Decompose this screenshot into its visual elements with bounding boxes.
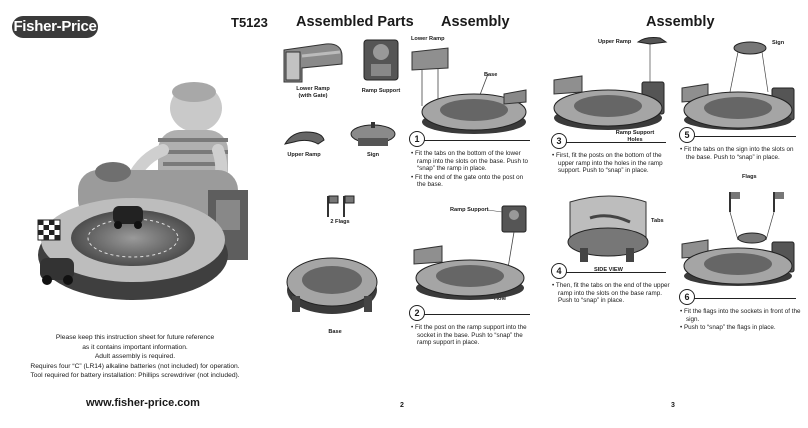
step-2-item: Fit the post on the ramp support into th…: [411, 324, 533, 347]
note-reference: as it contains important information.: [82, 343, 188, 351]
model-number: T5123: [231, 15, 268, 30]
callout-upper-ramp: Upper Ramp: [598, 39, 632, 45]
step5-illustration: [681, 41, 795, 130]
step-4-badge: 4: [551, 263, 567, 279]
step1-illustration: [411, 47, 527, 134]
note-tool: Tool required for battery installation: …: [30, 372, 240, 380]
page-number-3: 3: [671, 402, 675, 409]
lower-ramp-illustration: [283, 43, 343, 83]
step-6-rule: [694, 298, 796, 299]
step-1-badge: 1: [409, 131, 425, 147]
step-2-badge: 2: [409, 305, 425, 321]
base-illustration: [286, 257, 378, 314]
step2-illustration: [413, 205, 527, 300]
step-3-instructions: First, fit the posts on the bottom of th…: [552, 152, 670, 176]
assembly-title-right: Assembly: [646, 14, 715, 30]
step-3-rule: [566, 142, 666, 143]
callout-ramp-support: Ramp Support: [450, 207, 489, 213]
ramp-support-label: Ramp Support: [361, 88, 401, 94]
callout-ramp-support-holes: Ramp Support Holes: [615, 130, 655, 143]
step-6-instructions: Fit the flags into the sockets in front …: [680, 308, 802, 333]
step-4-rule: [566, 272, 666, 273]
flags-label: 2 Flags: [330, 219, 350, 225]
instruction-notes: Please keep this instruction sheet for f…: [5, 333, 265, 381]
callout-hole: Hole: [494, 296, 507, 302]
lower-ramp-label: Lower Ramp (with Gate): [296, 86, 330, 99]
upper-ramp-illustration: [283, 131, 325, 145]
step-6-item: Push to “snap” the flags in place.: [680, 324, 802, 332]
step-1-instructions: Fit the tabs on the bottom of the lower …: [411, 150, 533, 190]
callout-sign: Sign: [772, 40, 785, 46]
step-2-instructions: Fit the post on the ramp support into th…: [411, 324, 533, 348]
step-5-rule: [694, 136, 796, 137]
callout-side-view: SIDE VIEW: [594, 267, 623, 273]
step3-illustration: [553, 37, 668, 130]
website-url[interactable]: www.fisher-price.com: [86, 397, 200, 409]
ramp-support-illustration: [363, 39, 399, 81]
note-keep: Please keep this instruction sheet for f…: [55, 334, 215, 341]
callout-base: Base: [484, 72, 498, 78]
page-number-2: 2: [400, 402, 404, 409]
step6-illustration: [681, 192, 795, 286]
callout-tabs: Tabs: [651, 218, 664, 224]
callout-flags: Flags: [742, 174, 757, 180]
note-batteries: Requires four “C” (LR14) alkaline batter…: [30, 362, 240, 370]
product-photo: [37, 82, 248, 300]
flags-illustration: [327, 195, 355, 217]
sign-label: Sign: [366, 152, 380, 158]
callout-lower-ramp: Lower Ramp: [411, 36, 445, 42]
step-5-instructions: Fit the tabs on the sign into the slots …: [680, 146, 802, 162]
base-label: Base: [328, 329, 342, 335]
fisher-price-logo: Fisher-Price: [12, 16, 98, 38]
note-adult-assembly: Adult assembly is required.: [94, 353, 176, 361]
step4-illustration: [567, 195, 649, 262]
step-3-badge: 3: [551, 133, 567, 149]
assembled-parts-title: Assembled Parts: [296, 14, 414, 30]
step-6-badge: 6: [679, 289, 695, 305]
step-1-item: Fit the end of the gate onto the post on…: [411, 174, 533, 189]
upper-ramp-label: Upper Ramp: [287, 152, 321, 158]
sign-illustration: [350, 122, 396, 146]
step-4-instructions: Then, fit the tabs on the end of the upp…: [552, 282, 670, 306]
step-2-rule: [424, 314, 530, 315]
step-6-item: Fit the flags into the sockets in front …: [680, 308, 802, 323]
step-1-rule: [424, 140, 530, 141]
step-1-item: Fit the tabs on the bottom of the lower …: [411, 150, 533, 173]
assembly-title-left: Assembly: [441, 14, 510, 30]
step-3-item: First, fit the posts on the bottom of th…: [552, 152, 670, 175]
step-5-badge: 5: [679, 127, 695, 143]
step-5-item: Fit the tabs on the sign into the slots …: [680, 146, 802, 161]
step-4-item: Then, fit the tabs on the end of the upp…: [552, 282, 670, 305]
